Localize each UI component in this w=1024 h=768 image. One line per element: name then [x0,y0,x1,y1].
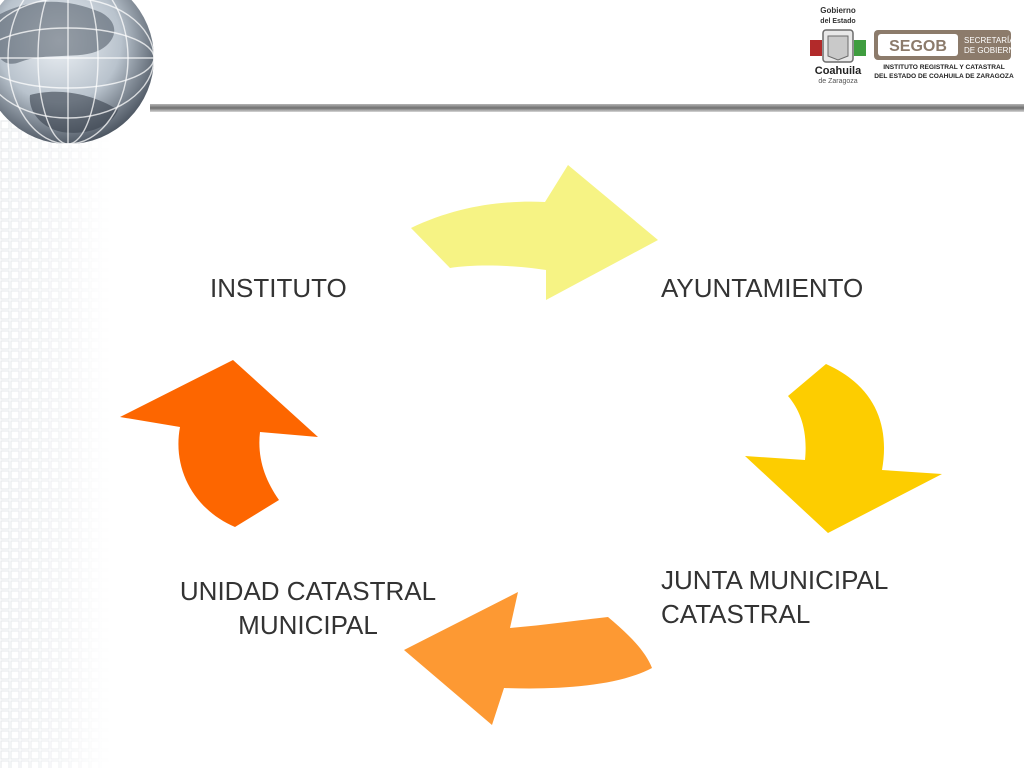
segob-logo: SEGOB SECRETARÍA DE GOBIERNO INSTITUTO R… [874,30,1020,82]
node-ayuntamiento: AYUNTAMIENTO [661,271,863,305]
cycle-arrow-right [745,364,942,533]
node-unidad-line-1: UNIDAD CATASTRAL [179,576,437,606]
node-instituto: INSTITUTO [210,271,347,305]
node-unidad-line-2: MUNICIPAL [238,610,378,640]
cycle-arrow-bottom [404,592,652,725]
coahuila-logo: Gobierno del Estado Coahuila de Zaragoza [806,4,870,86]
cycle-arrow-top [411,165,658,300]
segob-inst-line2: DEL ESTADO DE COAHUILA DE ZARAGOZA [874,73,1014,80]
segob-inst-line1: INSTITUTO REGISTRAL Y CATASTRAL [883,64,1005,71]
segob-mark: SEGOB [889,38,947,55]
segob-logo-icon: SEGOB SECRETARÍA DE GOBIERNO INSTITUTO R… [874,30,1020,80]
node-instituto-line: INSTITUTO [210,273,347,303]
coahuila-logo-sub: de Zaragoza [818,78,857,85]
node-junta-line-2: CATASTRAL [661,599,811,629]
node-ayuntamiento-line: AYUNTAMIENTO [661,273,864,303]
coahuila-logo-name: Coahuila [815,65,862,77]
globe-icon [0,0,155,145]
coahuila-logo-top: Gobierno [820,6,856,15]
grid-texture [0,120,110,768]
segob-dept-line2: DE GOBIERNO [964,46,1014,55]
node-junta-line-1: JUNTA MUNICIPAL [661,565,889,595]
node-junta-municipal-catastral: JUNTA MUNICIPAL CATASTRAL [661,563,888,631]
segob-dept-line1: SECRETARÍA [964,36,1014,45]
header-divider [150,104,1024,112]
coahuila-seal-icon: Gobierno del Estado Coahuila de Zaragoza [810,6,866,85]
node-unidad-catastral-municipal: UNIDAD CATASTRAL MUNICIPAL [158,574,458,642]
coahuila-logo-middle: del Estado [820,18,855,25]
cycle-arrow-left [120,360,318,527]
